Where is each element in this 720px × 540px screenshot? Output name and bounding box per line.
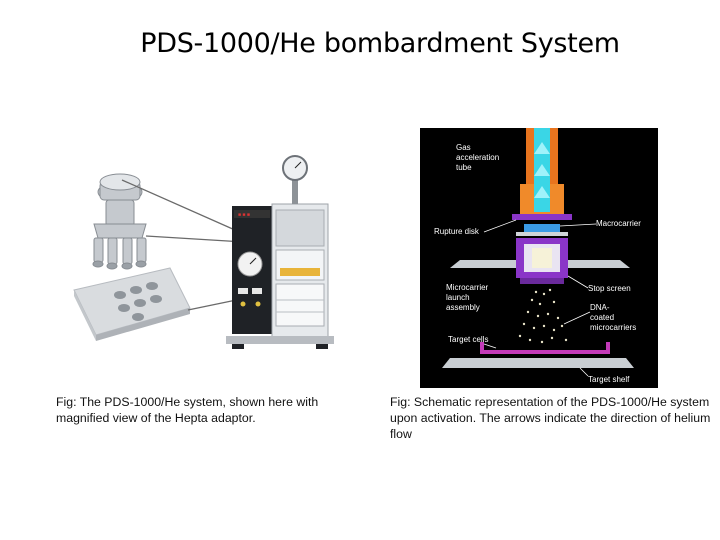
rupture-disk xyxy=(512,214,572,220)
target-shelf xyxy=(442,358,634,368)
gas-acceleration-tube xyxy=(520,128,564,214)
label-microcarrier-1: Microcarrier xyxy=(446,283,489,292)
left-figure-caption: Fig: The PDS-1000/He system, shown here … xyxy=(56,395,319,425)
label-dna-2: coated xyxy=(590,313,614,322)
slide-title: PDS-1000/He bombardment System xyxy=(140,28,620,59)
label-target-cells: Target cells xyxy=(448,335,488,344)
label-microcarrier-3: assembly xyxy=(446,303,480,312)
pds-unit: ■ ■ ■ xyxy=(226,155,334,349)
plate-holes xyxy=(114,282,162,321)
label-microcarrier-2: launch xyxy=(446,293,470,302)
label-dna-1: DNA- xyxy=(590,303,610,312)
label-target-shelf: Target shelf xyxy=(588,375,630,384)
label-macrocarrier: Macrocarrier xyxy=(596,219,641,228)
target-dish xyxy=(480,342,610,354)
microcarriers-spray xyxy=(518,288,568,344)
label-stop-screen: Stop screen xyxy=(588,284,631,293)
macrocarrier-holder xyxy=(524,224,560,232)
label-gas-1: Gas xyxy=(456,143,471,152)
pds-system-photo: ■ ■ ■ xyxy=(73,155,334,349)
helium-flow-schematic: Gas acceleration tube Rupture disk Macro… xyxy=(420,128,658,388)
label-gas-3: tube xyxy=(456,163,472,172)
hepta-adaptor xyxy=(92,173,147,270)
right-figure-caption: Fig: Schematic representation of the PDS… xyxy=(390,395,711,441)
label-rupture-disk: Rupture disk xyxy=(434,227,480,236)
microcarrier-launch-assembly xyxy=(516,238,568,284)
svg-text:■ ■ ■: ■ ■ ■ xyxy=(238,212,250,218)
label-gas-2: acceleration xyxy=(456,153,499,162)
label-dna-3: microcarriers xyxy=(590,323,636,332)
